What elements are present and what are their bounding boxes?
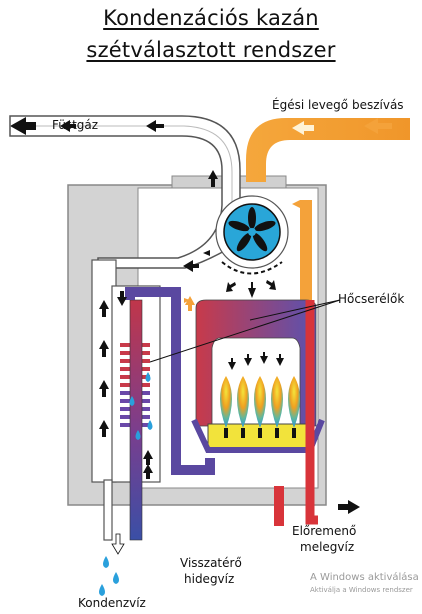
label-flue-gas: Füstgáz <box>52 118 99 132</box>
label-combustion-air: Égési levegő beszívás <box>272 98 404 112</box>
label-return-line1: Visszatérő <box>180 556 242 570</box>
label-flow-line1: Előremenő <box>292 524 357 538</box>
burner-flames <box>220 376 300 438</box>
label-return-line2: hidegvíz <box>184 572 235 586</box>
label-flow-line2: melegvíz <box>300 540 355 554</box>
condensate-drops <box>99 372 153 596</box>
return-arrows <box>111 533 125 555</box>
label-heat-exchangers: Hőcserélők <box>338 292 405 306</box>
diagram-title-line2: szétválasztott rendszer <box>86 38 336 62</box>
secondary-heat-exchanger <box>120 340 150 428</box>
return-pipe <box>129 299 143 541</box>
condensate-drain-pipe <box>103 479 113 541</box>
fan-blades <box>228 207 276 252</box>
diagram-title-line1: Kondenzációs kazán <box>103 6 319 30</box>
flow-pipe <box>305 300 318 525</box>
flue-arrows <box>10 117 360 514</box>
watermark-line1: A Windows aktiválása <box>310 572 419 583</box>
watermark-line2: Aktiválja a Windows rendszer <box>310 586 413 594</box>
air-arrows <box>184 118 392 311</box>
heat-exchanger-leaders <box>149 299 341 363</box>
combustion-air-duct <box>246 118 410 182</box>
label-condensate: Kondenzvíz <box>78 596 146 610</box>
